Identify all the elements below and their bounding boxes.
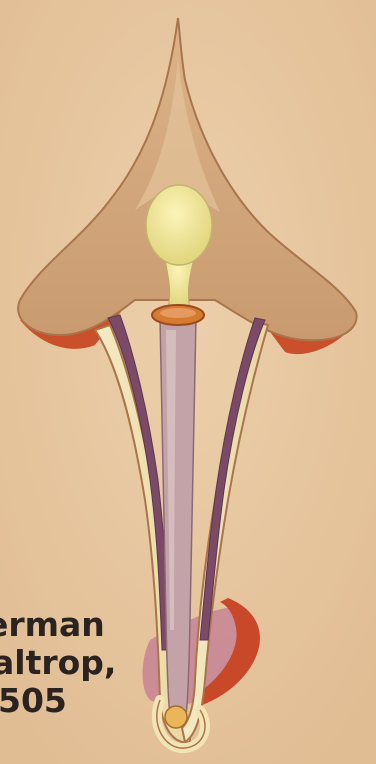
caption: erman altrop, 505 bbox=[0, 606, 140, 720]
caption-line-1: erman bbox=[0, 606, 140, 644]
caption-line-2: altrop, bbox=[0, 644, 140, 682]
ring-inner bbox=[160, 308, 196, 318]
caption-line-3: 505 bbox=[0, 682, 140, 720]
knob bbox=[146, 185, 212, 265]
bottom-knob bbox=[165, 706, 187, 728]
